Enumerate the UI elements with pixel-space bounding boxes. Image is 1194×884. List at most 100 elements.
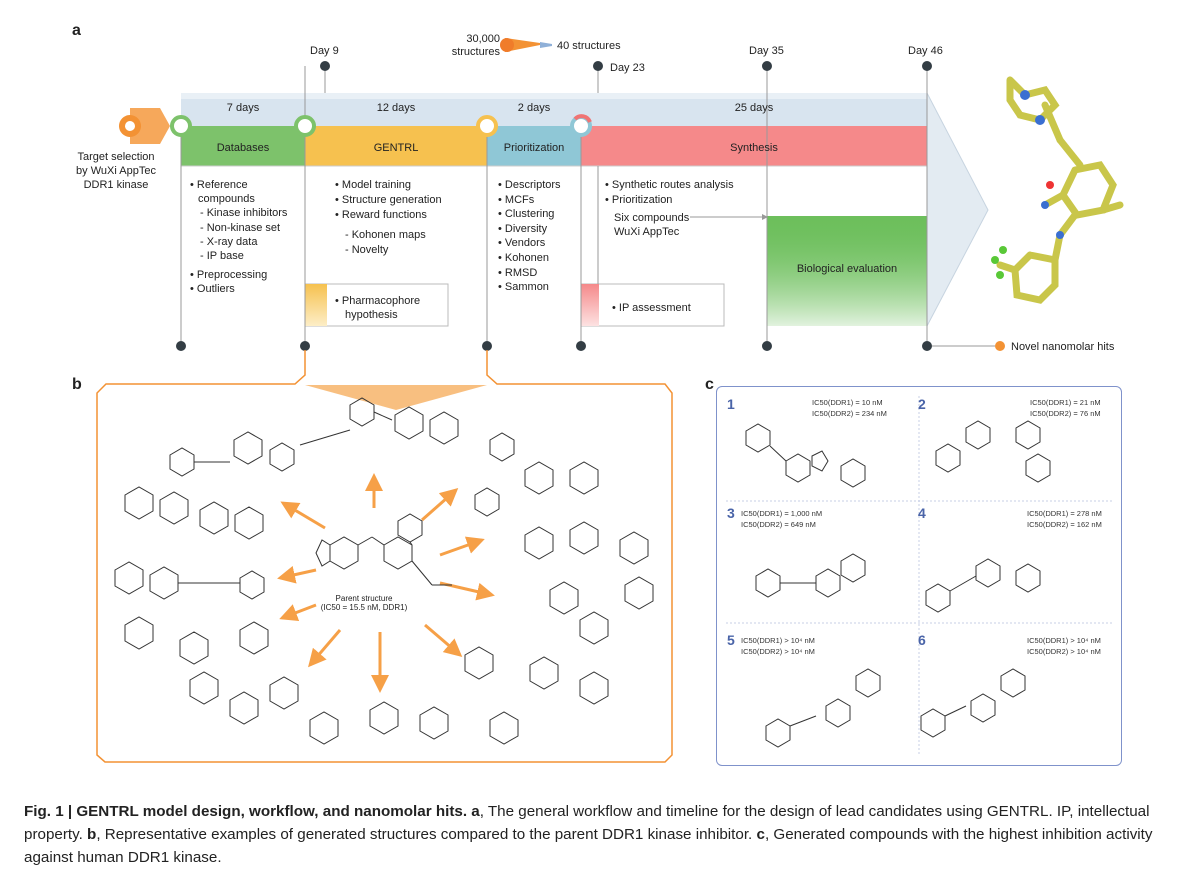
ic50-ddr2: IC50(DDR2) = 649 nM bbox=[741, 520, 816, 529]
molecule-3d-render bbox=[991, 76, 1124, 304]
funnel-from-count: 30,000 bbox=[466, 33, 500, 45]
list-item: • Prioritization bbox=[605, 194, 673, 206]
list-item: • Sammon bbox=[498, 281, 549, 294]
list-item: • Reference bbox=[190, 179, 248, 191]
list-item: - Non-kinase set bbox=[200, 221, 281, 234]
list-item: • Structure generation bbox=[335, 194, 442, 206]
gentrl-list: • Model training • Structure generation … bbox=[335, 178, 442, 258]
funnel-from-label: 30,000 structures bbox=[440, 33, 500, 59]
funnel-to-label: 40 structures bbox=[557, 40, 621, 52]
compound-1-structure bbox=[745, 423, 866, 488]
structures-panel bbox=[96, 350, 673, 763]
list-item: • Diversity bbox=[498, 222, 548, 235]
structure-10 bbox=[229, 676, 339, 745]
list-item: • Synthetic routes analysis bbox=[605, 179, 734, 191]
list-item: • Clustering bbox=[498, 208, 555, 221]
structure-11 bbox=[369, 701, 519, 745]
list-item: • MCFs bbox=[498, 193, 535, 206]
milestone-day35: Day 35 bbox=[749, 45, 784, 57]
compound-4-structure bbox=[925, 558, 1041, 613]
ip-assessment-label: • IP assessment bbox=[612, 302, 691, 314]
ic50-4: IC50(DDR1) = 278 nM IC50(DDR2) = 162 nM bbox=[1027, 508, 1102, 530]
compound-number-4: 4 bbox=[918, 505, 926, 521]
prioritization-list: • Descriptors • MCFs • Clustering • Dive… bbox=[498, 178, 561, 295]
structure-7 bbox=[549, 576, 654, 645]
panel-c-letter: c bbox=[705, 376, 714, 393]
pharmacophore-box: • Pharmacophore hypothesis bbox=[335, 294, 420, 322]
compound-2-structure bbox=[935, 420, 1051, 483]
six-compounds-line-2: WuXi AppTec bbox=[614, 226, 680, 238]
list-item: - X-ray data bbox=[200, 235, 258, 248]
milestone-day23: Day 23 bbox=[610, 62, 645, 74]
ic50-ddr1: IC50(DDR1) = 10 nM bbox=[812, 398, 883, 407]
ic50-ddr1: IC50(DDR1) = 1,000 nM bbox=[741, 509, 823, 518]
compound-number-2: 2 bbox=[918, 396, 926, 412]
compound-number-5: 5 bbox=[727, 632, 735, 648]
panel-b-letter: b bbox=[72, 376, 82, 393]
list-item: • Vendors bbox=[498, 237, 546, 250]
caption-a-text: , The general workflow and timeline for … bbox=[24, 803, 1150, 843]
parent-structure-label: Parent structure (IC50 = 15.5 nM, DDR1) bbox=[314, 594, 414, 612]
stage-bar-prioritization bbox=[487, 126, 581, 166]
parent-label-line-1: Parent structure bbox=[335, 594, 393, 603]
structure-3 bbox=[474, 432, 599, 517]
list-item: • Model training bbox=[335, 179, 412, 191]
stage-prioritization: Prioritization bbox=[503, 142, 565, 154]
compound-structures bbox=[745, 420, 1051, 748]
structure-2 bbox=[299, 397, 459, 446]
ic50-ddr1: IC50(DDR1) = 278 nM bbox=[1027, 509, 1102, 518]
caption-fig-title: Fig. 1 | GENTRL model design, workflow, … bbox=[24, 803, 468, 820]
structure-6 bbox=[114, 561, 265, 600]
zoom-triangle bbox=[305, 385, 487, 410]
compound-grid-dividers bbox=[726, 396, 1112, 756]
structure-5 bbox=[524, 521, 649, 565]
ic50-ddr2: IC50(DDR2) = 162 nM bbox=[1027, 520, 1102, 529]
duration-7-days: 7 days bbox=[226, 102, 260, 114]
ic50-3: IC50(DDR1) = 1,000 nM IC50(DDR2) = 649 nM bbox=[741, 508, 822, 530]
caption-c-letter: c bbox=[756, 826, 765, 843]
caption-b-text: , Representative examples of generated s… bbox=[96, 826, 753, 843]
list-item: - Kinase inhibitors bbox=[200, 207, 288, 220]
caption-c-text: , Generated compounds with the highest i… bbox=[24, 826, 1153, 866]
parent-label-line-2: (IC50 = 15.5 nM, DDR1) bbox=[320, 603, 408, 612]
ic50-ddr2: IC50(DDR2) = 234 nM bbox=[812, 409, 887, 418]
compound-6-structure bbox=[920, 668, 1026, 738]
stage-biological-evaluation: Biological evaluation bbox=[796, 263, 898, 275]
stage-gentrl: GENTRL bbox=[373, 142, 419, 154]
list-item: • Preprocessing bbox=[190, 269, 268, 282]
figure-caption: Fig. 1 | GENTRL model design, workflow, … bbox=[24, 800, 1174, 869]
workflow-timeline bbox=[119, 38, 1005, 351]
panel-a-letter: a bbox=[72, 22, 81, 39]
funnel-icon bbox=[505, 38, 540, 52]
compound-3-structure bbox=[755, 553, 866, 598]
milestone-day46: Day 46 bbox=[908, 45, 943, 57]
pharmacophore-line-1: • Pharmacophore bbox=[335, 295, 421, 307]
list-item: • Kohonen bbox=[498, 251, 549, 264]
stage-bar-gentrl bbox=[305, 126, 487, 166]
compound-number-3: 3 bbox=[727, 505, 735, 521]
list-item: - Kohonen maps bbox=[345, 229, 426, 241]
ic50-ddr2: IC50(DDR2) = 76 nM bbox=[1030, 409, 1101, 418]
novel-hits-label: Novel nanomolar hits bbox=[1011, 341, 1115, 353]
duration-25-days: 25 days bbox=[734, 102, 774, 114]
list-item: • Reward functions bbox=[335, 209, 427, 221]
stage-synthesis: Synthesis bbox=[730, 142, 778, 154]
six-compounds-line-1: Six compounds bbox=[614, 212, 690, 224]
ic50-1: IC50(DDR1) = 10 nM IC50(DDR2) = 234 nM bbox=[812, 397, 887, 419]
compound-number-6: 6 bbox=[918, 632, 926, 648]
ic50-ddr2: IC50(DDR2) > 10⁴ nM bbox=[741, 647, 815, 656]
structure-4 bbox=[124, 486, 264, 540]
list-item: compounds bbox=[198, 193, 255, 206]
milestone-day9: Day 9 bbox=[310, 45, 339, 57]
databases-list: • Reference compounds - Kinase inhibitor… bbox=[190, 178, 287, 297]
compound-5-structure bbox=[765, 668, 881, 748]
caption-a-letter: a bbox=[471, 803, 480, 820]
ic50-ddr1: IC50(DDR1) > 10⁴ nM bbox=[1027, 636, 1101, 645]
timeline-arrow bbox=[926, 92, 989, 327]
list-item: • Descriptors bbox=[498, 179, 561, 191]
duration-2-days: 2 days bbox=[517, 102, 551, 114]
stage-bar-databases bbox=[181, 126, 305, 166]
